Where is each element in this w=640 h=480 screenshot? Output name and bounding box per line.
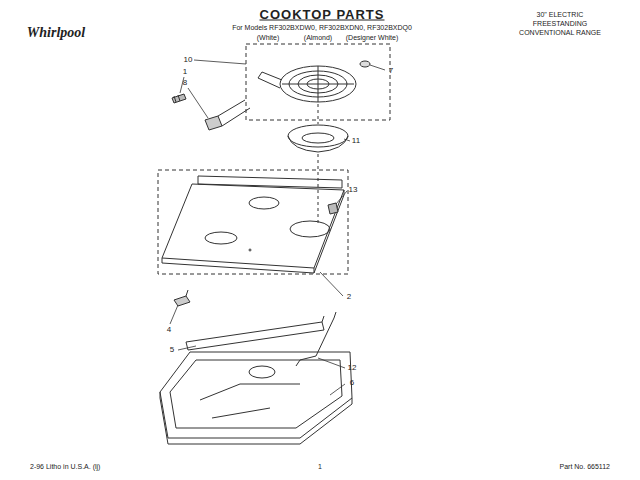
callout-number: 7 <box>389 67 393 75</box>
line-art <box>188 88 208 118</box>
line-art <box>205 232 237 244</box>
print-note: 2-96 Litho in U.S.A. (lj) <box>30 463 100 470</box>
line-art <box>344 139 350 141</box>
callout-number: 13 <box>349 186 358 194</box>
clip <box>328 203 338 214</box>
line-art <box>174 95 180 102</box>
line-art <box>172 94 186 103</box>
line-art <box>178 346 196 350</box>
line-art <box>336 191 347 204</box>
callout-number: 8 <box>183 79 187 87</box>
line-art <box>162 184 344 268</box>
model-color: (Almond) <box>304 34 332 41</box>
line-art <box>290 221 330 237</box>
model-color: (Designer White) <box>346 34 399 41</box>
line-art <box>198 176 342 188</box>
line-art <box>249 366 275 378</box>
trim-strip <box>186 316 324 350</box>
cooktop <box>162 176 344 273</box>
line-art <box>249 197 279 209</box>
product-type: 30" ELECTRIC <box>537 11 584 18</box>
line-art <box>280 66 356 102</box>
model-list: For Models RF302BXDW0, RF302BXDN0, RF302… <box>232 24 412 31</box>
callout-number: 10 <box>184 56 193 64</box>
terminal-block <box>205 100 250 130</box>
callout-number: 11 <box>352 137 360 145</box>
line-art <box>218 100 250 126</box>
line-art <box>160 352 352 438</box>
surface-element <box>258 61 370 102</box>
drip-bowl <box>288 125 348 152</box>
product-type: FREESTANDING <box>533 20 587 27</box>
line-art <box>302 133 334 143</box>
model-color: (White) <box>257 34 280 41</box>
leader-lines <box>170 60 385 395</box>
bracket <box>174 290 190 306</box>
line-art <box>288 136 348 152</box>
group-box <box>246 44 390 120</box>
group-box <box>158 170 348 274</box>
callout-number: 2 <box>347 293 351 301</box>
callout-number: 12 <box>348 364 357 372</box>
line-art <box>320 272 343 296</box>
line-art <box>258 72 282 88</box>
callout-number: 4 <box>167 326 171 334</box>
line-art <box>205 116 222 130</box>
line-art <box>162 258 314 273</box>
callout-number: 6 <box>350 379 354 387</box>
part-number: Part No. 665112 <box>560 463 610 470</box>
callout-number: 1 <box>183 68 187 76</box>
brand-logo: Whirlpool <box>27 26 85 40</box>
line-art <box>360 61 370 67</box>
line-art <box>249 249 251 251</box>
line-art <box>330 384 345 395</box>
line-art <box>318 104 319 226</box>
line-art <box>170 305 178 324</box>
line-art <box>160 392 352 444</box>
line-art <box>170 360 342 428</box>
callout-number: 5 <box>170 346 174 354</box>
line-art <box>194 60 246 64</box>
line-art <box>200 384 300 418</box>
wire <box>296 312 336 366</box>
line-art <box>370 65 385 70</box>
page-title: COOKTOP PARTS <box>260 8 385 21</box>
product-type: CONVENTIONAL RANGE <box>519 29 601 36</box>
screw <box>172 94 186 103</box>
line-art <box>288 125 348 147</box>
burner-box <box>160 352 352 444</box>
page-number: 1 <box>318 463 322 470</box>
line-art <box>318 358 345 368</box>
line-art <box>282 66 354 102</box>
